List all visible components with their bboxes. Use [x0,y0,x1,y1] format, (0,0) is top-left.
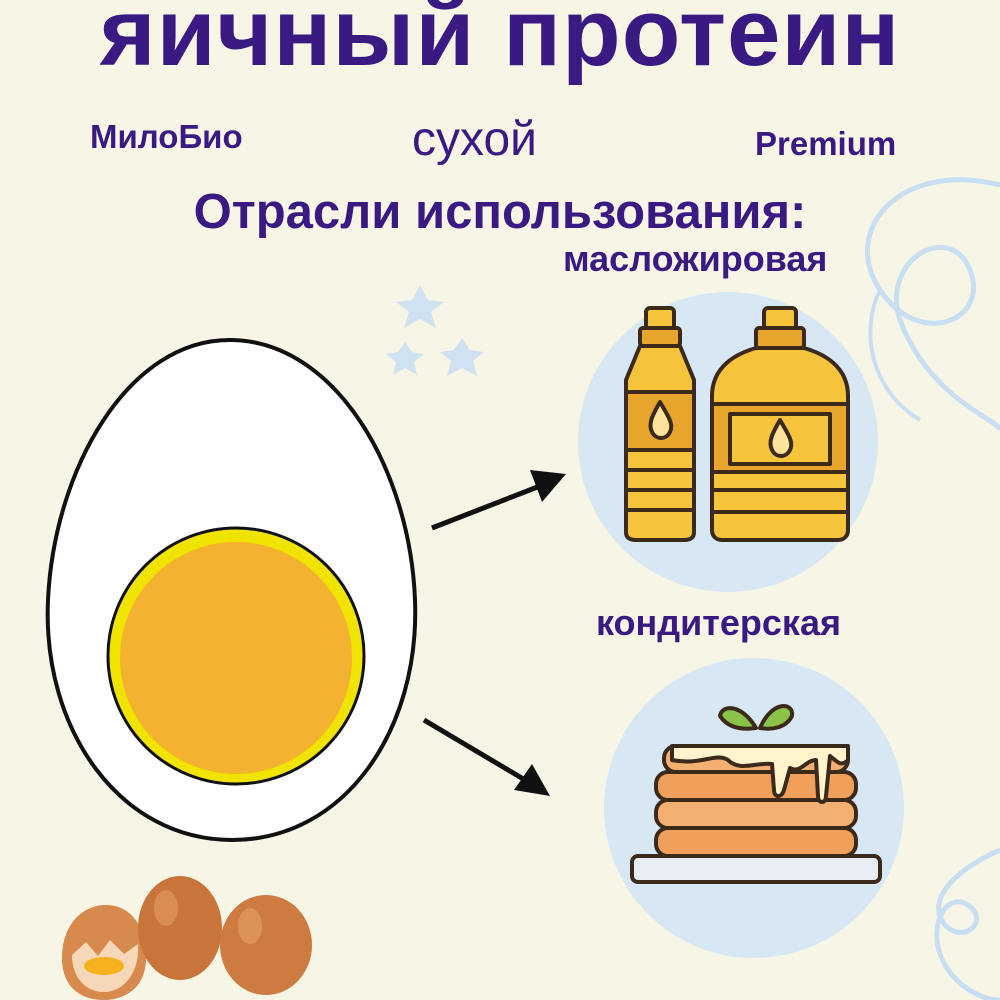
brand-name: МилоБио [90,118,243,155]
industry-label-oil: масложировая [563,238,828,279]
industry-label-confectionery: кондитерская [596,602,841,643]
section-heading: Отрасли использования: [193,185,807,239]
product-subtitle: сухой [412,113,537,166]
product-title: яичный протеин [99,0,901,86]
grade-label: Premium [755,125,897,162]
